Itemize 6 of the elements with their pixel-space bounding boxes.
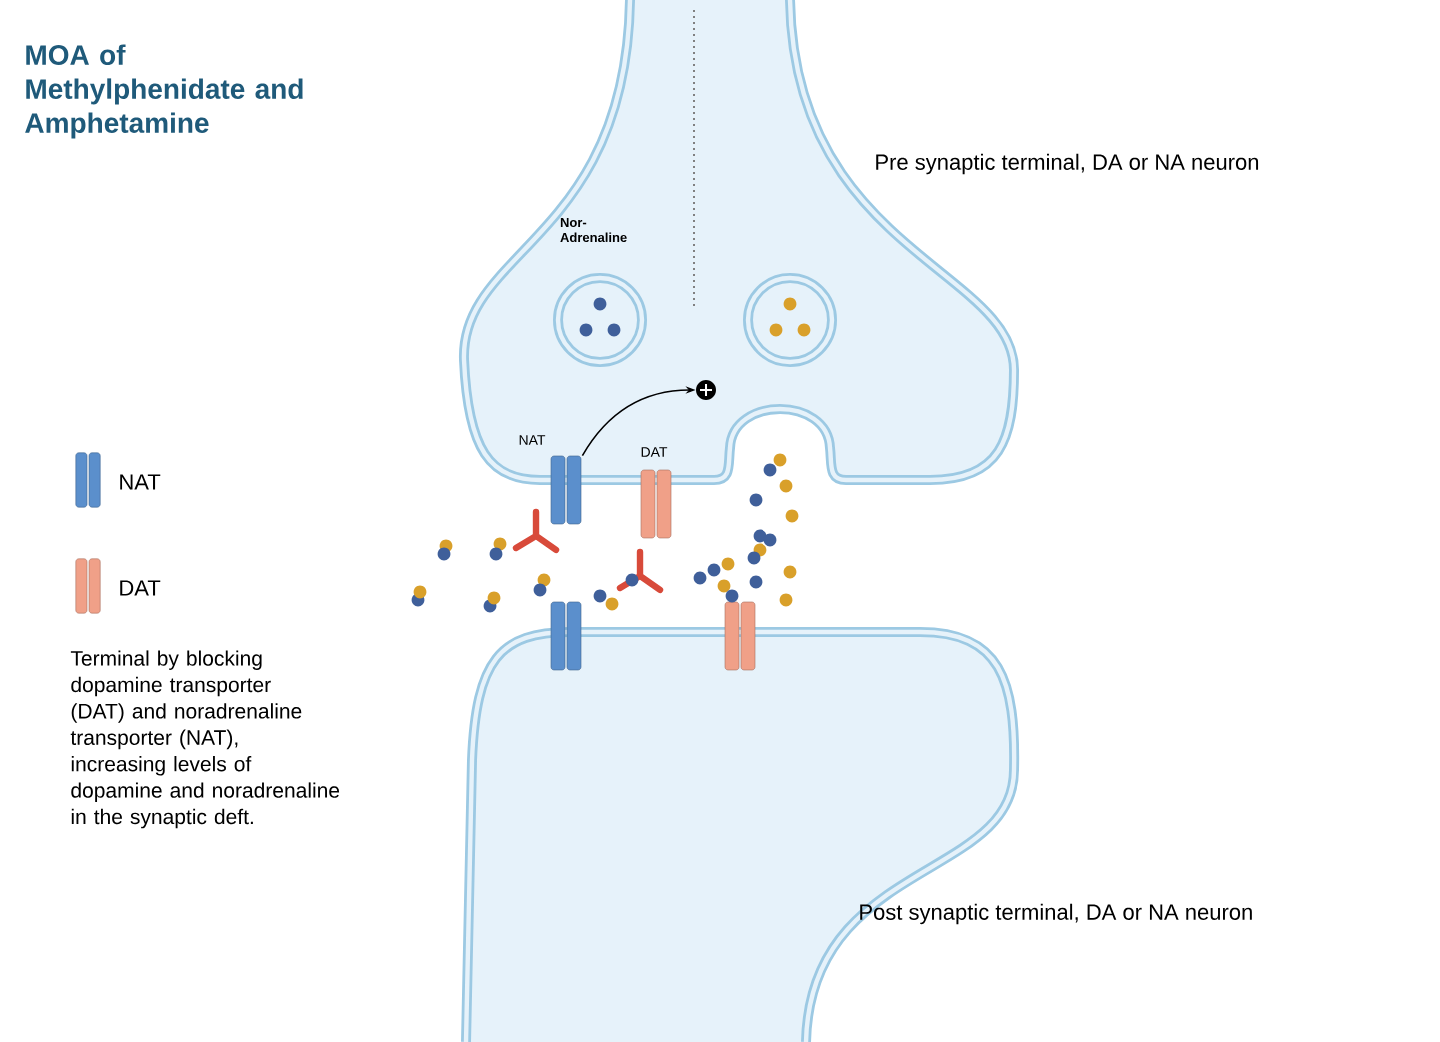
postsynaptic-terminal: Post synaptic terminal, DA or NA neuron (461, 627, 1252, 1042)
legend-text: DAT (120, 580, 161, 596)
legend-text: NAT (120, 474, 161, 490)
plus-sign (696, 380, 716, 400)
title: MOA of Methylphenidate and Amphetamine (25, 44, 303, 139)
description: Terminal by blocking dopamine transporter (DAT) and noradrenaline transporter (NAT), increasing levels of dopamine and noradrenaline in the synaptic deft. (70, 650, 340, 829)
